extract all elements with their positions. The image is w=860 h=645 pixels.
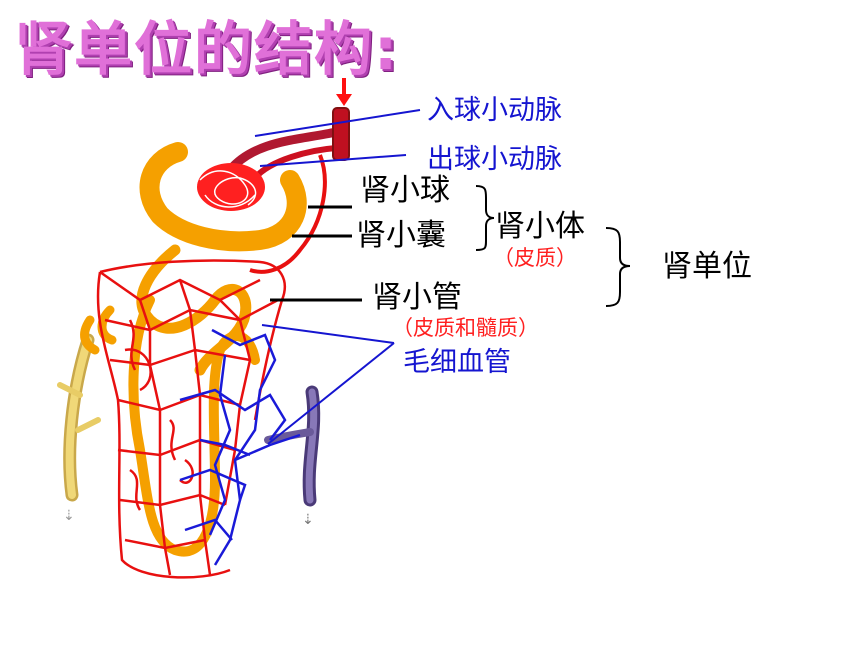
- label-capsule: 肾小囊: [356, 218, 446, 253]
- label-glomerulus: 肾小球: [360, 173, 450, 208]
- svg-text:⇣: ⇣: [302, 512, 314, 528]
- label-tubule-region: （皮质和髓质）: [392, 316, 539, 340]
- blue-capillary-network: [179, 328, 301, 566]
- brace-nephron: [605, 227, 631, 307]
- label-corpuscle: 肾小体: [495, 209, 585, 244]
- svg-text:⇣: ⇣: [63, 508, 75, 524]
- label-corpuscle-region: （皮质）: [493, 246, 577, 270]
- page-title: 肾单位的结构:: [14, 15, 400, 83]
- glomerulus: [197, 107, 350, 274]
- brace-corpuscle: [475, 185, 495, 251]
- blue-leader-lines: [254, 109, 421, 445]
- renal-tubule: [80, 142, 307, 557]
- label-capillaries: 毛细血管: [403, 347, 511, 378]
- label-nephron: 肾单位: [662, 249, 752, 284]
- label-afferent-arteriole: 入球小动脉: [427, 95, 562, 126]
- collecting-duct: ⇣: [57, 333, 101, 524]
- black-leader-lines: [270, 205, 362, 302]
- blood-flow-arrow: [336, 78, 352, 106]
- label-efferent-arteriole: 出球小动脉: [427, 144, 562, 175]
- label-tubule: 肾小管: [372, 280, 462, 315]
- red-capillary-network: [96, 259, 286, 579]
